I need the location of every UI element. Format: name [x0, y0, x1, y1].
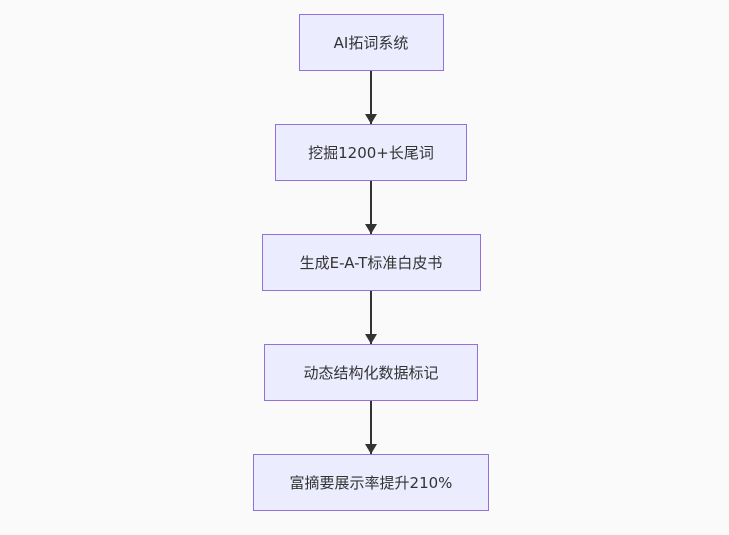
- flow-node-rich-snippet-result: 富摘要展示率提升210%: [253, 454, 489, 511]
- arrow-down-icon: [370, 71, 372, 124]
- arrow-down-icon: [370, 291, 372, 344]
- flow-node-label: 动态结构化数据标记: [303, 364, 439, 382]
- arrow-down-icon: [370, 181, 372, 234]
- flow-node-structured-data: 动态结构化数据标记: [264, 344, 478, 401]
- arrow-down-icon: [370, 401, 372, 454]
- flowchart: AI拓词系统 挖掘1200+长尾词 生成E-A-T标准白皮书 动态结构化数据标记…: [253, 14, 489, 511]
- flow-node-label: 挖掘1200+长尾词: [308, 144, 434, 162]
- flow-node-label: AI拓词系统: [333, 34, 409, 52]
- flow-node-eat-whitepaper: 生成E-A-T标准白皮书: [261, 234, 481, 291]
- flow-node-longtail-mining: 挖掘1200+长尾词: [275, 124, 467, 181]
- flow-node-label: 生成E-A-T标准白皮书: [299, 254, 443, 272]
- flow-node-ai-expansion: AI拓词系统: [298, 14, 444, 71]
- flow-node-label: 富摘要展示率提升210%: [289, 474, 453, 492]
